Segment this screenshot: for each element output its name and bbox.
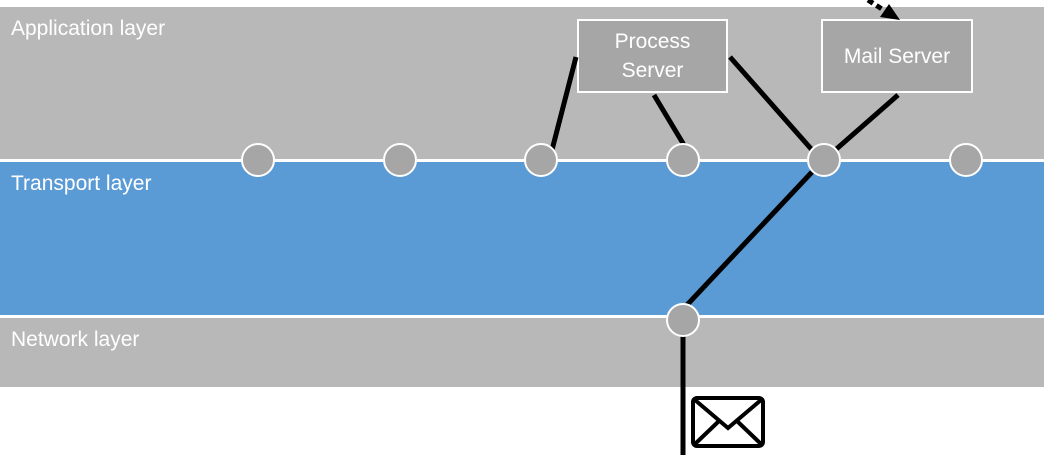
process-server-link-left bbox=[549, 56, 579, 151]
port-node-icon bbox=[949, 143, 983, 177]
process-server-box: Process Server bbox=[577, 19, 728, 93]
mail-server-link-to-port bbox=[831, 93, 900, 154]
process-server-label: Process Server bbox=[614, 30, 691, 82]
transport-layer-label: Transport layer bbox=[11, 172, 152, 195]
mail-server-label: Mail Server bbox=[843, 44, 951, 68]
port-node-icon bbox=[241, 143, 275, 177]
port-node-icon bbox=[666, 143, 700, 177]
transport-to-network-link bbox=[684, 170, 814, 308]
port-node-icon bbox=[383, 143, 417, 177]
application-layer-label: Application layer bbox=[11, 17, 166, 40]
transport-layer: Transport layer bbox=[0, 162, 1044, 315]
port-node-icon bbox=[666, 303, 700, 337]
port-node-icon bbox=[524, 143, 558, 177]
process-server-link-right bbox=[651, 93, 687, 147]
dashed-arrow-icon bbox=[866, 0, 900, 20]
process-server-link-to-port bbox=[728, 55, 815, 153]
network-layer-label: Network layer bbox=[11, 328, 140, 351]
mail-server-box: Mail Server bbox=[821, 19, 973, 93]
network-layer: Network layer bbox=[0, 318, 1044, 387]
envelope-icon bbox=[691, 396, 765, 448]
port-node-icon bbox=[807, 143, 841, 177]
